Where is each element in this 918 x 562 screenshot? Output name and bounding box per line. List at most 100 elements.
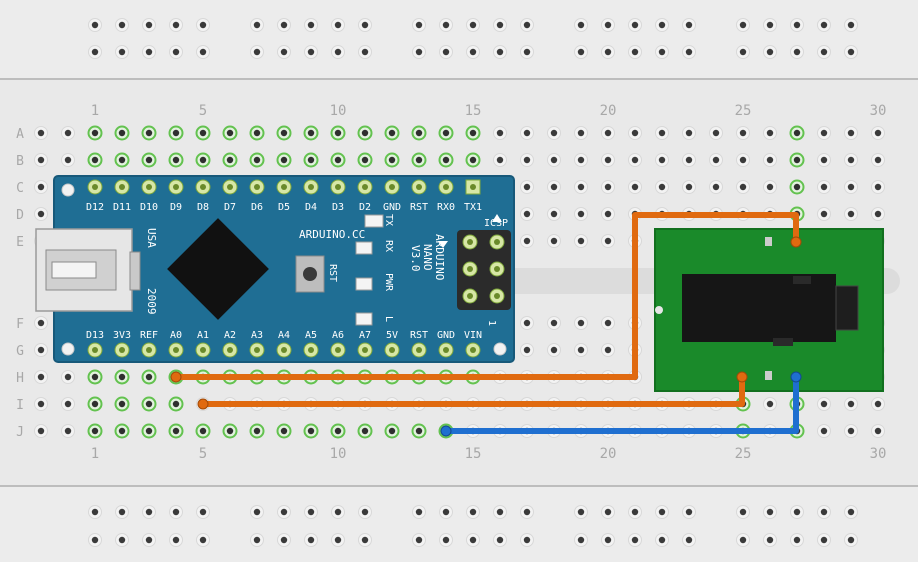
arduino-pin-label: 5V xyxy=(386,330,398,341)
hole-connected xyxy=(465,152,481,168)
arduino-pin[interactable] xyxy=(465,342,481,358)
hole-connected xyxy=(222,152,238,168)
arduino-pin[interactable] xyxy=(168,342,184,358)
arduino-pin-label: RST xyxy=(410,330,428,341)
rail-hole xyxy=(493,18,507,32)
wire-gnd-blue[interactable] xyxy=(446,377,799,434)
reset-button-label: RST xyxy=(327,264,338,282)
arduino-pin[interactable] xyxy=(330,179,346,195)
hole xyxy=(844,126,858,140)
pad-round xyxy=(655,306,663,314)
arduino-pin[interactable] xyxy=(357,342,373,358)
hole xyxy=(574,180,588,194)
arduino-pin[interactable] xyxy=(465,179,481,195)
rail-hole xyxy=(331,533,345,547)
rail-hole xyxy=(574,533,588,547)
hole xyxy=(628,180,642,194)
rail-hole xyxy=(277,505,291,519)
arduino-pin[interactable] xyxy=(276,179,292,195)
rail-hole xyxy=(142,45,156,59)
rail-hole xyxy=(250,533,264,547)
orientation-triangle-left xyxy=(438,241,448,248)
row-label: A xyxy=(16,127,24,142)
wire-a0-orange[interactable] xyxy=(176,212,799,380)
arduino-pin[interactable] xyxy=(357,179,373,195)
arduino-pin-label: GND xyxy=(437,330,455,341)
arduino-pin[interactable] xyxy=(303,179,319,195)
hole-connected xyxy=(114,423,130,439)
rail-hole xyxy=(88,18,102,32)
rail-hole xyxy=(250,505,264,519)
rail-hole xyxy=(88,505,102,519)
hole-connected xyxy=(141,369,157,385)
rail-hole xyxy=(493,45,507,59)
arduino-pin[interactable] xyxy=(384,179,400,195)
hole-connected xyxy=(303,152,319,168)
wire-end xyxy=(170,371,182,383)
rail-hole xyxy=(763,505,777,519)
arduino-pin[interactable] xyxy=(438,342,454,358)
arduino-pin[interactable] xyxy=(249,342,265,358)
column-number: 20 xyxy=(600,103,617,119)
rail-hole xyxy=(358,18,372,32)
rail-hole xyxy=(655,533,669,547)
arduino-pin[interactable] xyxy=(276,342,292,358)
rail-hole xyxy=(520,18,534,32)
hole xyxy=(871,153,885,167)
hole-connected xyxy=(87,152,103,168)
arduino-pin-label: D4 xyxy=(305,202,317,213)
arduino-pin[interactable] xyxy=(249,179,265,195)
arduino-pin[interactable] xyxy=(141,179,157,195)
hole xyxy=(628,153,642,167)
reset-button[interactable] xyxy=(303,267,317,281)
rail-hole xyxy=(250,45,264,59)
arduino-pin[interactable] xyxy=(195,342,211,358)
arduino-pin[interactable] xyxy=(222,179,238,195)
hole-connected xyxy=(195,423,211,439)
arduino-pin[interactable] xyxy=(384,342,400,358)
hole xyxy=(520,343,534,357)
led-pwr xyxy=(355,277,373,291)
arduino-pin[interactable] xyxy=(330,342,346,358)
usb-smd-pads xyxy=(129,251,141,291)
column-number: 1 xyxy=(91,446,99,462)
rail-hole xyxy=(736,505,750,519)
arduino-pin[interactable] xyxy=(411,179,427,195)
icsp-pin xyxy=(462,234,478,250)
arduino-pin[interactable] xyxy=(87,179,103,195)
arduino-pin[interactable] xyxy=(168,179,184,195)
led-rx-label: RX xyxy=(383,240,394,252)
row-label: E xyxy=(16,235,24,250)
rail-hole xyxy=(574,18,588,32)
row-labels-left: A B C D E F G H I J xyxy=(16,127,24,440)
wire-a1-orange[interactable] xyxy=(203,377,745,407)
hole xyxy=(34,424,48,438)
icsp-pin xyxy=(462,288,478,304)
rail-hole xyxy=(817,533,831,547)
hole-connected xyxy=(384,423,400,439)
arduino-pin[interactable] xyxy=(195,179,211,195)
hole-connected xyxy=(411,423,427,439)
hole xyxy=(34,370,48,384)
hole xyxy=(574,126,588,140)
column-number: 10 xyxy=(330,446,347,462)
arduino-pin[interactable] xyxy=(141,342,157,358)
rail-hole xyxy=(277,533,291,547)
row-label: J xyxy=(16,425,24,440)
arduino-pin[interactable] xyxy=(114,342,130,358)
arduino-pin[interactable] xyxy=(303,342,319,358)
arduino-pin-label: D3 xyxy=(332,202,344,213)
rail-hole xyxy=(763,18,777,32)
arduino-pin[interactable] xyxy=(411,342,427,358)
row-label: I xyxy=(16,398,24,413)
audio-jack-breakout[interactable] xyxy=(654,228,884,392)
arduino-pin[interactable] xyxy=(438,179,454,195)
hole-connected xyxy=(276,152,292,168)
arduino-pin[interactable] xyxy=(114,179,130,195)
arduino-pin-label: RX0 xyxy=(437,202,455,213)
hole xyxy=(574,234,588,248)
arduino-pin[interactable] xyxy=(222,342,238,358)
arduino-pin[interactable] xyxy=(87,342,103,358)
